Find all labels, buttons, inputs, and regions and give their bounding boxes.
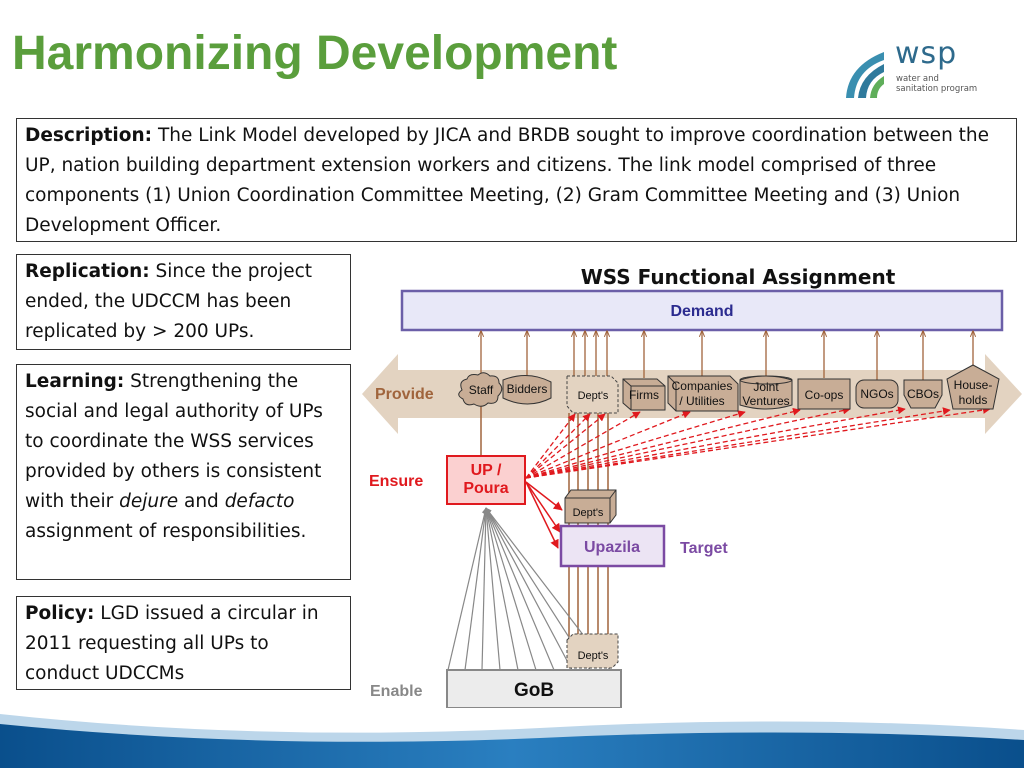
learning-text-3: assignment of responsibilities. xyxy=(25,521,307,542)
provider-to-demand-arrows xyxy=(481,331,973,380)
ensure-provider-arrow xyxy=(525,407,951,479)
provider-joint-ventures: Joint Ventures xyxy=(739,375,793,410)
demand-box xyxy=(400,289,1004,332)
dept-label-gob: Dept's xyxy=(578,650,609,662)
provider-staff: Staff xyxy=(458,372,503,407)
footer-wave xyxy=(0,714,1024,768)
ensure-provider-arrow xyxy=(525,413,576,479)
provider-label-dept: Dept's xyxy=(578,390,609,402)
learning-text-2: and xyxy=(178,491,225,512)
target-label: Target xyxy=(680,540,728,557)
provider-label-cbos: CBOs xyxy=(907,387,939,401)
enable-line xyxy=(484,507,537,671)
enable-line xyxy=(484,507,519,671)
ensure-provider-arrow xyxy=(525,406,991,479)
provide-label: Provide xyxy=(375,386,434,403)
provider-label-ngos: NGOs xyxy=(860,387,893,401)
provider-label-coops: Co-ops xyxy=(805,388,844,402)
learning-text-1: Strengthening the social and legal autho… xyxy=(25,371,323,512)
ensure-label: Ensure xyxy=(369,473,423,490)
ensure-upazila-arrow xyxy=(525,481,559,549)
provider-label-companies-1: Companies xyxy=(672,379,733,393)
ensure-provider-arrow xyxy=(525,410,746,479)
dept-box-upazila: Dept's xyxy=(564,489,617,524)
replication-text: Since the project ended, the UDCCM has b… xyxy=(25,261,313,342)
policy-label: Policy: xyxy=(25,603,95,624)
enable-line xyxy=(485,507,573,671)
enable-line xyxy=(485,507,555,671)
logo-subtitle-2: sanitation program xyxy=(896,84,978,94)
ensure-provider-arrow xyxy=(525,413,591,479)
ensure-provider-arrow xyxy=(525,406,906,479)
ensure-upazila-arrow xyxy=(525,481,563,511)
upazila-label: Upazila xyxy=(584,539,640,556)
logo-subtitle-1: water and xyxy=(896,74,939,84)
gob-enable-lines xyxy=(447,507,611,671)
learning-label: Learning: xyxy=(25,371,125,392)
description-text: The Link Model developed by JICA and BRD… xyxy=(25,125,990,236)
provider-bidders: Bidders xyxy=(502,375,552,405)
logo-wordmark: wsp xyxy=(895,36,958,71)
provider-ngos: NGOs xyxy=(855,379,899,409)
enable-label: Enable xyxy=(370,683,423,700)
dept-label-upazila: Dept's xyxy=(573,507,604,519)
up-poura-label-2: Poura xyxy=(463,480,508,497)
ensure-provider-arrow xyxy=(525,411,641,479)
provider-label-households-1: House- xyxy=(954,378,993,392)
upazila-box: Upazila xyxy=(559,524,666,568)
up-poura-box: UP / Poura xyxy=(446,455,526,505)
wsp-logo: wsp water and sanitation program xyxy=(840,36,990,104)
provider-label-staff: Staff xyxy=(469,383,494,397)
provider-label-bidders: Bidders xyxy=(507,382,548,396)
up-ensure-lines xyxy=(525,406,991,549)
replication-label: Replication: xyxy=(25,261,150,282)
ensure-provider-arrow xyxy=(525,406,851,479)
provider-firms: Firms xyxy=(622,378,666,411)
description-label: Description: xyxy=(25,125,153,146)
gob-box: GoB xyxy=(446,669,622,708)
ensure-provider-arrow xyxy=(525,407,801,479)
ensure-provider-arrow xyxy=(525,413,606,479)
enable-line xyxy=(483,507,501,671)
dept-box-gob: Dept's xyxy=(566,633,619,669)
gob-label: GoB xyxy=(514,680,554,701)
provider-label-companies-2: / Utilities xyxy=(679,394,724,408)
policy-box: Policy: LGD issued a circular in 2011 re… xyxy=(16,596,351,690)
demand-label: Demand xyxy=(670,303,733,320)
provider-label-households-2: holds xyxy=(959,393,988,407)
replication-box: Replication: Since the project ended, th… xyxy=(16,254,351,350)
enable-line xyxy=(447,507,488,671)
learning-box: Learning: Strengthening the social and l… xyxy=(16,364,351,580)
ensure-provider-arrow xyxy=(525,411,691,479)
provider-co-ops: Co-ops xyxy=(797,378,851,410)
ensure-upazila-arrow xyxy=(525,481,561,533)
wsp-logo-icon xyxy=(846,52,884,98)
provider-label-joint-2: Ventures xyxy=(742,394,789,408)
provider-dept: Dept's xyxy=(566,375,619,414)
provider-label-joint-1: Joint xyxy=(753,380,779,394)
diagram-title: WSS Functional Assignment xyxy=(581,265,896,289)
up-poura-label-1: UP / xyxy=(471,462,502,479)
enable-line xyxy=(464,507,489,671)
enable-line xyxy=(481,507,489,671)
policy-text: LGD issued a circular in 2011 requesting… xyxy=(25,603,319,684)
provider-cbos: CBOs xyxy=(903,379,943,409)
provider-label-firms: Firms xyxy=(629,388,659,402)
learning-em-dejure: dejure xyxy=(119,491,179,512)
provider-households: House- holds xyxy=(946,364,1000,410)
description-box: Description: The Link Model developed by… xyxy=(16,118,1017,242)
learning-em-defacto: defacto xyxy=(224,491,295,512)
page-title: Harmonizing Development xyxy=(12,27,618,80)
provider-companies: Companies / Utilities xyxy=(667,375,739,412)
wss-functional-assignment-diagram: WSS Functional Assignment Demand Provide… xyxy=(362,265,1022,708)
